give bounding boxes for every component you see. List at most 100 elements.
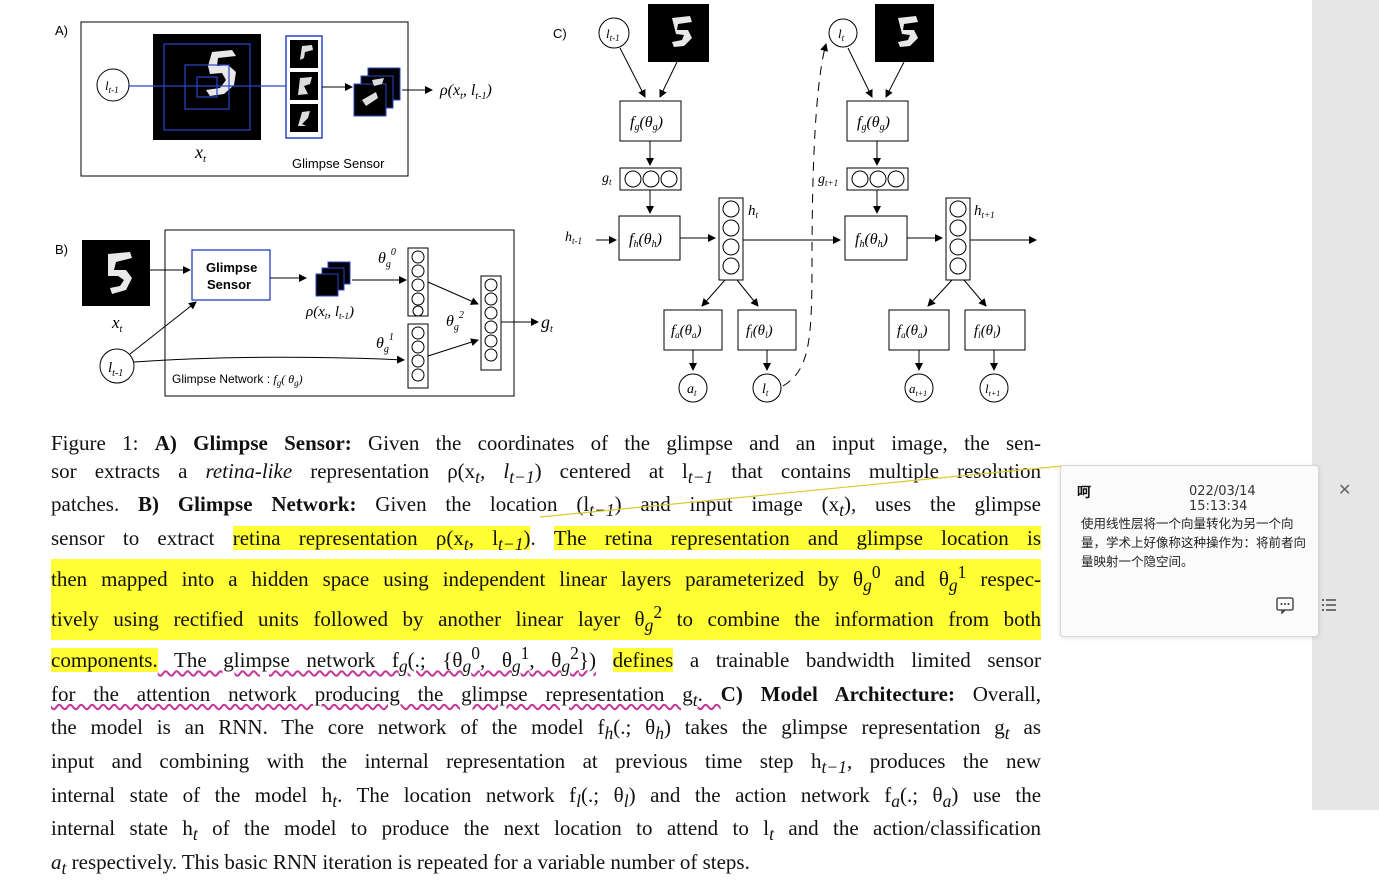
panel-c-g-next: gt+1 [818,172,838,188]
panel-c-g-vector-1 [619,167,682,191]
caption-line-9: the model is an RNN. The core network of… [51,715,1041,744]
comment-timestamp: 022/03/14 15:13:34 [1189,484,1256,514]
panel-b-layer-0 [407,247,429,317]
caption-line-10: input and combining with the internal re… [51,749,1041,778]
svg-text:fh(θh): fh(θh) [629,231,662,250]
panel-b-frame [164,229,515,397]
panel-c-fg-box-2: fg(θg) [846,100,909,142]
panel-c-fa-box-2: fa(θa) [888,309,950,351]
caption-line-2: sor extracts a retina-like representatio… [51,458,1041,487]
caption-line-3: patches. B) Glimpse Network: Given the l… [51,492,1041,521]
panel-c-image-1 [648,4,709,62]
panel-c-h-t: ht [748,203,759,220]
panel-c-h-next: ht+1 [974,203,995,220]
panel-b-arrow-l0-l2 [427,281,479,305]
svg-text:fa(θa): fa(θa) [897,323,928,340]
panel-b-layer-1 [407,323,429,389]
caption-line-13: at respectively. This basic RNN iteratio… [51,850,750,879]
panel-c-l-t-node: lt [752,373,782,403]
panel-c-h-prev: ht-1 [565,230,582,246]
panel-a-frame [80,21,409,177]
comment-text: 使用线性层将一个向量转化为另一个向量，学术上好像称这种操作为：将前者向量映射一个… [1081,516,1307,569]
panel-b-arrow-l1-l2 [427,338,479,357]
caption-line-12: internal state ht of the model to produc… [51,816,1041,845]
panel-c-arrow-l-fg-2 [847,47,873,98]
panel-c-arrow-h-fa-2 [927,279,953,307]
panel-a-l-prev-node: lt-1 [96,68,130,102]
svg-text:lt-1: lt-1 [606,26,620,43]
panel-a-label: A) [55,23,68,38]
document-page: A) lt-1 xt [51,4,1042,879]
svg-text:at+1: at+1 [909,381,927,398]
highlight-defines[interactable]: defines [612,647,674,672]
panel-b-x-label: xt [111,313,123,335]
panel-c-image-2 [875,4,934,62]
caption-line-4: sensor to extract retina representation … [51,525,1042,555]
list-menu-icon[interactable] [1318,594,1340,616]
panel-a-input-image [153,34,261,140]
svg-text:lt: lt [838,26,845,43]
panel-b-theta-g0: θg0 [378,247,396,270]
panel-c-arrow-l-fg-1 [619,47,646,98]
caption-line-6[interactable]: tively using rectified units followed by… [51,599,1041,640]
panel-c-fh-box-1: fh(θh) [618,215,681,261]
panel-a-patches [285,35,323,139]
panel-c-fa-box-1: fa(θa) [663,309,723,351]
panel-c-l-prev-node: lt-1 [598,17,630,49]
figure-caption: Figure 1: A) Glimpse Sensor: Given the c… [51,430,1041,883]
panel-c-fg-box-1: fg(θg) [619,100,682,142]
svg-text:fg(θg): fg(θg) [857,114,890,133]
panel-a-rho-label: ρ(xt, lt-1) [439,82,492,102]
svg-text:lt-1: lt-1 [108,360,123,379]
panel-b-layer-2 [480,275,502,371]
panel-c-fh-box-2: fh(θh) [844,215,908,261]
close-icon[interactable]: ✕ [1338,480,1352,499]
panel-b-theta-g2: θg2 [446,310,464,333]
panel-c-arrow-img-fg-2 [885,61,905,98]
right-scroll-gutter[interactable] [1312,0,1379,810]
panel-b-input-image [82,240,150,306]
panel-c-arrow-h-fa-1 [701,279,726,307]
panel-c-arrow-img-fg-1 [659,61,678,98]
svg-text:fl(θl): fl(θl) [746,323,773,340]
panel-c-l-next-node: lt+1 [979,373,1009,403]
panel-c-arrow-h-fl-1 [736,279,759,307]
panel-b-l-prev-node: lt-1 [99,348,135,384]
highlight-retina[interactable]: retina representation ρ(xt, lt−1) [232,525,531,555]
svg-text:at: at [687,382,697,398]
comment-reply-icon[interactable] [1274,594,1296,616]
highlight-mapping-1[interactable]: The retina representation and glimpse lo… [553,525,1042,550]
panel-c-a-t-node: at [678,373,708,403]
panel-c-h-vector-2 [945,197,971,281]
svg-text:fh(θh): fh(θh) [855,231,888,250]
panel-c-g-vector-2 [846,167,909,191]
panel-c-a-next-node: at+1 [904,373,934,403]
caption-line-5[interactable]: then mapped into a hidden space using in… [51,558,1041,600]
comment-card[interactable]: 呵 022/03/14 15:13:34 ✕ 使用线性层将一个向量转化为另一个向… [1060,465,1351,637]
svg-text:fa(θa): fa(θa) [671,323,702,340]
panel-a-sensor-caption: Glimpse Sensor [292,156,385,171]
svg-text:fl(θl): fl(θl) [974,323,1001,340]
panel-c-fl-box-1: fl(θl) [737,309,797,351]
panel-c-arrow-h-fl-2 [963,279,987,307]
panel-b-rho-stack [315,261,351,297]
figure-diagram: A) lt-1 xt [55,4,1037,403]
panel-b-network-caption: Glimpse Network : fg( θg) [172,372,303,388]
panel-b-arrow-l-sensor [129,301,197,355]
svg-text:lt: lt [762,382,769,398]
panel-b-g-out: gt [541,312,553,335]
highlight-components[interactable]: components. [51,647,158,672]
caption-line-1: Figure 1: A) Glimpse Sensor: Given the c… [51,431,1041,455]
panel-b-label: B) [55,242,68,257]
panel-c-fl-box-2: fl(θl) [964,309,1026,351]
caption-line-7: components. The glimpse network fg(.; {θ… [51,642,1042,677]
comment-author: 呵 [1077,485,1091,501]
panel-c-g-t: gt [602,171,612,187]
panel-a-rho-stack [353,67,401,117]
panel-a-x-label: xt [194,142,207,165]
svg-text:Sensor: Sensor [207,277,251,292]
svg-text:fg(θg): fg(θg) [630,114,663,133]
panel-b-theta-g1: θg1 [376,332,394,355]
svg-text:Glimpse: Glimpse [206,260,257,275]
panel-c-dashed-feedback [782,43,828,387]
